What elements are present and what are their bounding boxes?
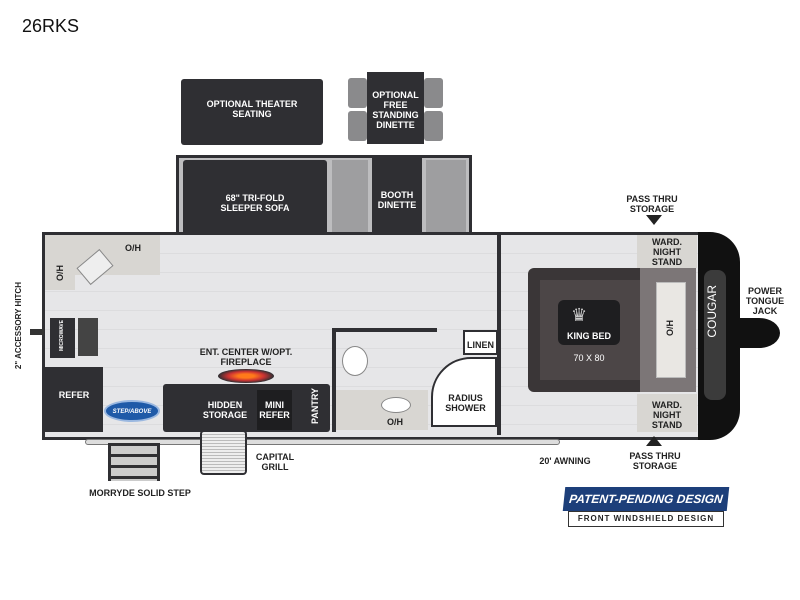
booth-seat — [426, 160, 466, 240]
floorplan-title: 26RKS — [22, 16, 80, 36]
chair — [424, 78, 443, 108]
bath-sink — [381, 397, 411, 413]
oh-label: O/H — [386, 417, 403, 427]
entertainment-center — [163, 384, 330, 432]
arrow-down-icon — [646, 215, 662, 225]
fireplace-icon — [218, 369, 274, 383]
ward-nightstand-bottom — [637, 394, 697, 432]
tongue-jack — [738, 318, 780, 348]
ward-label: WARD. NIGHT STAND — [651, 237, 683, 267]
capital-grill — [200, 430, 247, 475]
king-bed-label: KING BED — [566, 331, 611, 341]
morryde-step — [108, 443, 160, 481]
stove — [78, 318, 98, 356]
shower — [431, 357, 497, 427]
cougar-logo-text: COUGAR — [705, 285, 719, 338]
grill-label: CAPITAL GRILL — [255, 452, 295, 472]
chair — [348, 111, 367, 141]
oh-cabinet — [656, 282, 686, 378]
pass-thru-label: PASS THRU STORAGE — [629, 451, 681, 471]
booth-label: BOOTH DINETTE — [377, 190, 417, 210]
ward-nightstand-top — [637, 235, 697, 268]
patent-badge: PATENT-PENDING DESIGN FRONT WINDSHIELD D… — [562, 487, 730, 529]
chair — [348, 78, 367, 108]
cougar-emblem — [704, 270, 726, 400]
vanity — [336, 390, 428, 430]
ward-label: WARD. NIGHT STAND — [651, 400, 683, 430]
refrigerator — [45, 367, 103, 432]
pass-thru-label: PASS THRU STORAGE — [626, 194, 678, 214]
microwave — [50, 318, 75, 358]
pantry-label: PANTRY — [310, 388, 320, 424]
toilet — [342, 346, 368, 376]
optional-theater-seating — [181, 79, 323, 145]
oh-label: O/H — [124, 243, 141, 253]
linen — [463, 330, 498, 355]
oh-label: O/H — [665, 320, 675, 337]
crown-icon: ♛ — [571, 305, 588, 325]
microwave-label: MICROWAVE — [59, 320, 65, 352]
linen-label: LINEN — [467, 340, 494, 350]
ent-center-label: ENT. CENTER w/OPT. FIREPLACE — [199, 347, 293, 367]
hitch — [30, 329, 44, 335]
bed-size-label: 70 x 80 — [573, 353, 605, 363]
sleeper-sofa — [183, 160, 327, 240]
morryde-label: MORRYDE SOLID STEP — [89, 488, 191, 498]
bedroom-wall — [497, 235, 501, 435]
bathroom-wall — [332, 328, 437, 432]
power-jack-label: POWER TONGUE JACK — [745, 286, 785, 316]
theater-label: OPTIONAL THEATER SEATING — [206, 99, 298, 119]
booth-table — [372, 158, 422, 246]
hitch-label: 2" ACCESSORY HITCH — [14, 282, 23, 370]
dinette-opt-label: OPTIONAL FREE STANDING DINETTE — [372, 90, 419, 130]
kitchen-counter-side — [45, 235, 75, 290]
badge-line2: FRONT WINDSHIELD DESIGN — [568, 511, 724, 527]
awning-label: 20' AWNING — [539, 456, 591, 466]
arrow-up-icon — [646, 436, 662, 446]
step-above-text: STEP/ABOVE — [112, 409, 152, 415]
oh-label: O/H — [55, 265, 65, 282]
optional-dinette-table — [367, 72, 424, 144]
step-above-logo[interactable] — [104, 400, 160, 422]
crown-badge — [558, 300, 620, 345]
shower-label: RADIUS SHOWER — [445, 393, 486, 413]
mini-refer — [257, 390, 292, 430]
awning — [85, 439, 560, 445]
mini-refer-label: MINI REFER — [259, 400, 290, 420]
chair — [424, 111, 443, 141]
hidden-storage-label: HIDDEN STORAGE — [202, 400, 248, 420]
sofa-label: 68" TRI-FOLD SLEEPER SOFA — [220, 193, 290, 213]
booth-seat — [332, 160, 368, 240]
badge-line1: PATENT-PENDING DESIGN — [562, 487, 730, 511]
refer-label: REFER — [58, 390, 90, 400]
